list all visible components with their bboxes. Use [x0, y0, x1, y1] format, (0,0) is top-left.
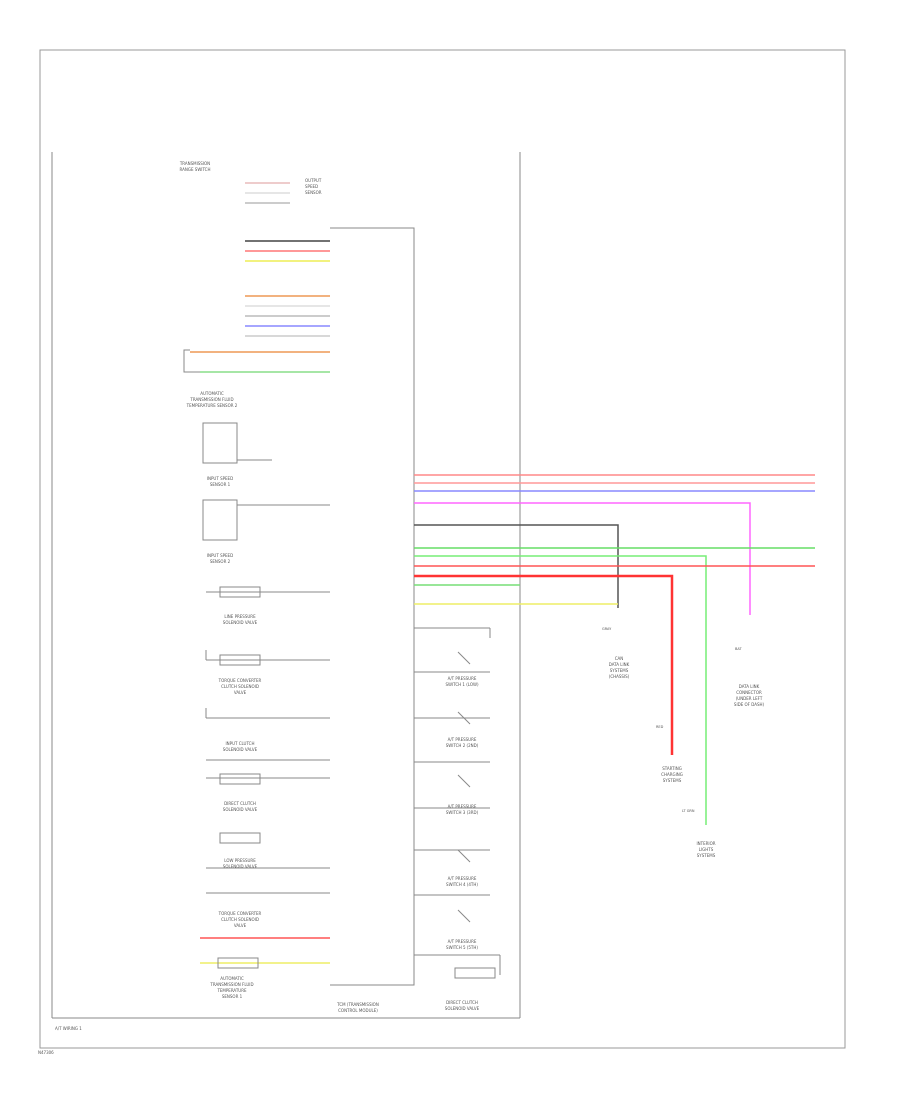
output-speed-label-1: OUTPUT [305, 178, 322, 183]
interior-label-1: INTERIOR [696, 841, 715, 846]
tcm-label-1: TCM (TRANSMISSION [336, 1002, 379, 1007]
wire-tag-red: RED [656, 725, 664, 729]
tcm-label-2: CONTROL MODULE) [338, 1008, 378, 1013]
starting-label-3: SYSTEMS [663, 778, 682, 783]
low-pressure-label-1: LOW PRESSURE [224, 858, 256, 863]
oil-temp-sensor-2-label-3: TEMPERATURE SENSOR 2 [186, 403, 238, 408]
data-link-label-1: DATA LINK [739, 684, 760, 689]
speed-sensor-2-box [202, 499, 238, 541]
wire-tag-bat: BAT [735, 647, 743, 651]
footer-code: N47306 [38, 1050, 54, 1055]
data-link-label-4: SIDE OF DASH) [734, 702, 765, 707]
fp-switch-1-label-2: SWITCH 1 (LOW) [445, 682, 479, 687]
speed-sensor-1-label-2: SENSOR 1 [210, 482, 231, 487]
tcm-box [330, 227, 415, 986]
fp-switch-1-label-1: A/T PRESSURE [448, 676, 477, 681]
output-speed-label-3: SENSOR [305, 190, 322, 195]
tcm-output-wires [414, 474, 815, 825]
fp-switch-2-label-1: A/T PRESSURE [448, 737, 477, 742]
speed-sensor-1-label-1: INPUT SPEED [207, 476, 233, 481]
direct-clutch-label-1: DIRECT CLUTCH [224, 801, 256, 806]
interior-label-3: SYSTEMS [697, 853, 716, 858]
range-switch-signal-wires [245, 295, 330, 337]
fp-switch-5-label-2: SWITCH 5 (5TH) [446, 945, 478, 950]
tcc-solenoid-label-2: CLUTCH SOLENOID [221, 684, 259, 689]
speed-sensor-2-label-2: SENSOR 2 [210, 559, 231, 564]
can-system-label-2: DATA LINK [609, 662, 630, 667]
tcc-solenoid-2-label-2: CLUTCH SOLENOID [221, 917, 259, 922]
fp-switch-5-label-1: A/T PRESSURE [448, 939, 477, 944]
trans-range-switch-label-2: RANGE SWITCH [180, 167, 211, 172]
footer-title: A/T WIRING 1 [55, 1026, 82, 1031]
left-solenoids [205, 586, 330, 894]
speed-sensor-wires [245, 240, 330, 262]
wire-tag-gray: GRAY [602, 627, 612, 631]
fp-switch-3-label-1: A/T PRESSURE [448, 804, 477, 809]
direct-clutch-2-label-1: DIRECT CLUTCH [446, 1000, 478, 1005]
oil-temp-sensor-1-label-3: TEMPERATURE [216, 988, 247, 993]
can-system-label-4: (CHASSIS) [609, 674, 630, 679]
data-link-label-3: (UNDER LEFT [736, 696, 763, 701]
direct-clutch-2-label-2: SOLENOID VALVE [445, 1006, 480, 1011]
trans-range-switch-label-1: TRANSMISSION [179, 161, 210, 166]
fp-switch-4-label-2: SWITCH 4 (4TH) [446, 882, 478, 887]
tcc-solenoid-label-3: VALVE [234, 690, 247, 695]
input-clutch-label-2: SOLENOID VALVE [223, 747, 258, 752]
line-pressure-label-2: SOLENOID VALVE [223, 620, 258, 625]
tcc-solenoid-2-label-1: TORQUE CONVERTER [218, 911, 262, 916]
line-pressure-label-1: LINE PRESSURE [224, 614, 256, 619]
wire-tag-lt-grn: LT GRN [682, 809, 695, 813]
pressure-switches [414, 627, 501, 979]
speed-sensor-1-box [202, 422, 238, 464]
speed-sensor-2-label-1: INPUT SPEED [207, 553, 233, 558]
oil-temp-1-box [217, 957, 259, 969]
fp-switch-2-label-2: SWITCH 2 (2ND) [446, 743, 479, 748]
input-clutch-label-1: INPUT CLUTCH [226, 741, 255, 746]
starting-label-1: STARTING [662, 766, 682, 771]
can-system-label-3: SYSTEMS [610, 668, 629, 673]
oil-temp-sensor-1-label-1: AUTOMATIC [220, 976, 244, 981]
data-link-label-2: CONNECTOR [736, 690, 762, 695]
oil-temp-sensor-1-label-4: SENSOR 1 [222, 994, 243, 999]
tcc-solenoid-2-label-3: VALVE [234, 923, 247, 928]
oil-temp-sensor-1-label-2: TRANSMISSION FLUID [209, 982, 253, 987]
output-speed-label-2: SPEED [305, 184, 318, 189]
oil-temp-sensor-2 [183, 349, 200, 373]
page-frame [39, 49, 846, 1049]
interior-label-2: LIGHTS [699, 847, 714, 852]
oil-temp-sensor-2-label-2: TRANSMISSION FLUID [189, 397, 233, 402]
low-pressure-label-2: SOLENOID VALVE [223, 864, 258, 869]
starting-label-2: CHARGING [661, 772, 683, 777]
fp-switch-4-label-1: A/T PRESSURE [448, 876, 477, 881]
oil-temp-sensor-2-label-1: AUTOMATIC [200, 391, 224, 396]
direct-clutch-label-2: SOLENOID VALVE [223, 807, 258, 812]
tcc-solenoid-label-1: TORQUE CONVERTER [218, 678, 262, 683]
fp-switch-3-label-2: SWITCH 3 (3RD) [446, 810, 479, 815]
range-switch-wires [245, 182, 290, 204]
can-system-label-1: CAN [615, 656, 624, 661]
